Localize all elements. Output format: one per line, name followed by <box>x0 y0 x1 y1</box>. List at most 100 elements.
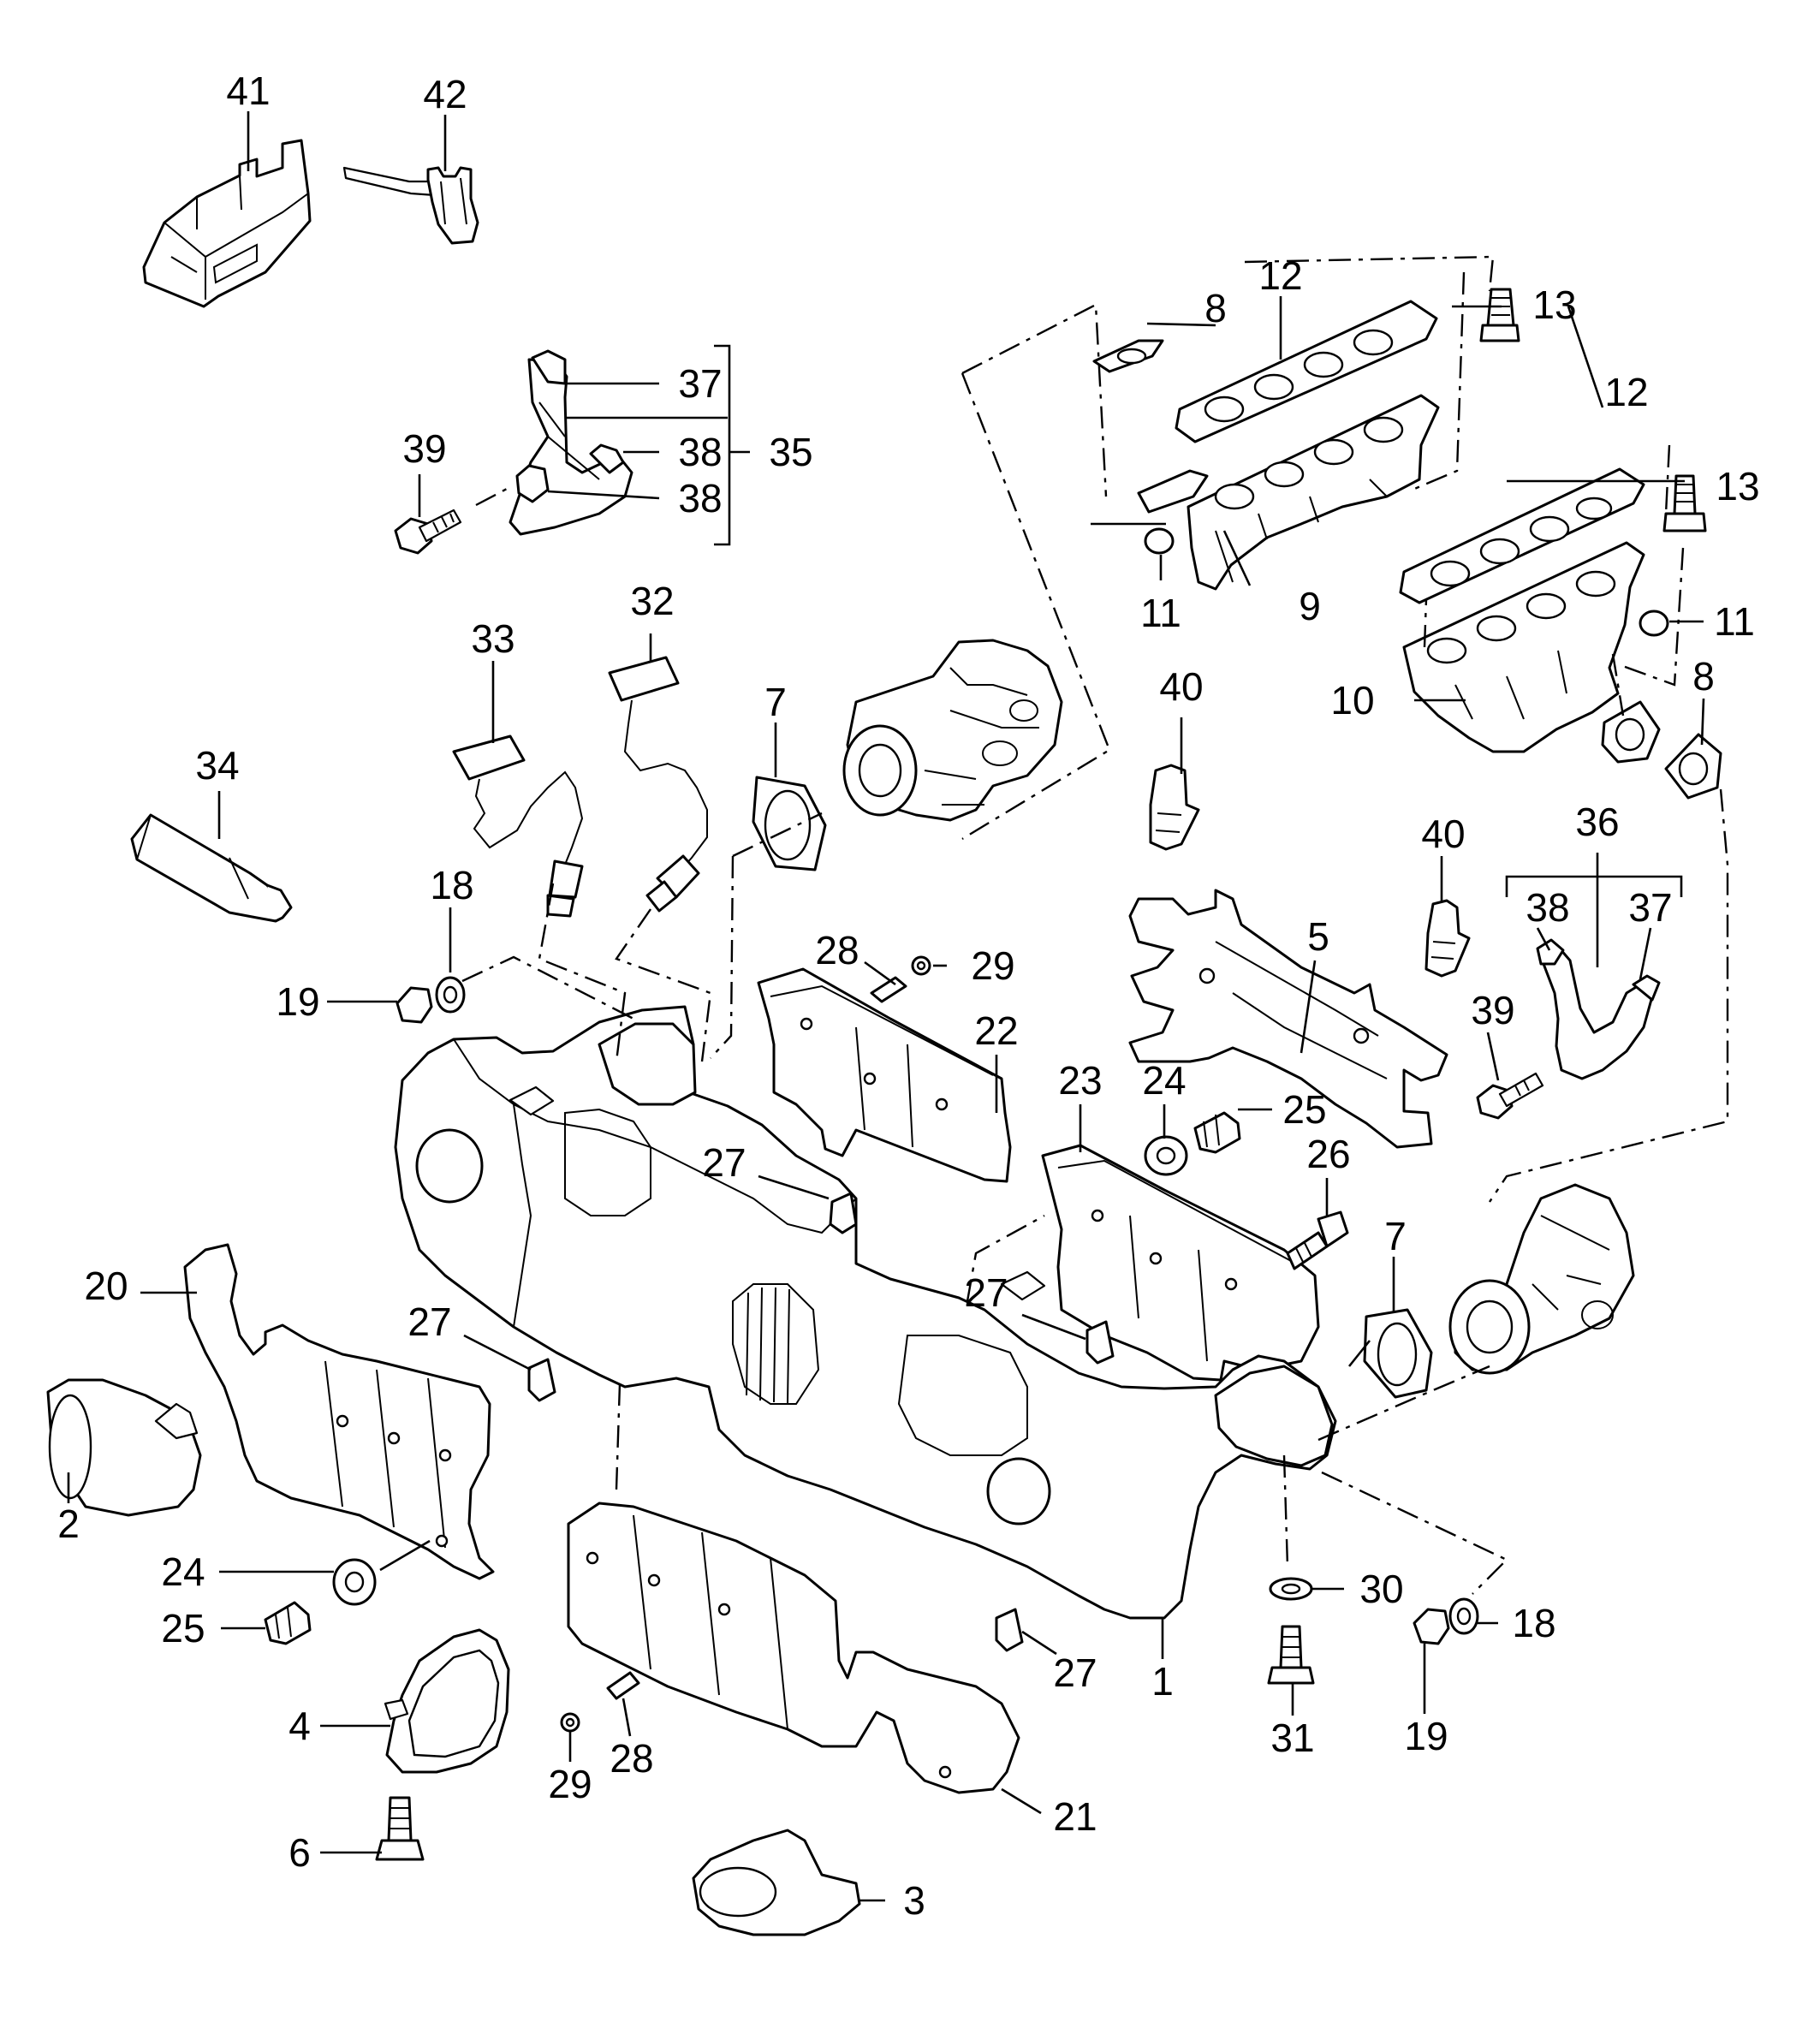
part-11-nut-b <box>1639 610 1669 637</box>
part-27-clip-c <box>1085 1320 1115 1365</box>
callout-37: 37 <box>1628 885 1672 930</box>
callout-19: 19 <box>1404 1714 1448 1758</box>
part-27-clip-a <box>829 1192 858 1234</box>
part-6-bolt <box>375 1796 425 1861</box>
callout-11: 11 <box>1140 591 1181 635</box>
part-4-clamp <box>384 1628 510 1774</box>
part-41-bracket-tray <box>142 139 312 308</box>
part-18-washer-a <box>435 976 466 1014</box>
part-22-heat-shield <box>757 967 1012 1183</box>
leader-lines <box>67 111 1705 1902</box>
part-40-clip-b <box>1424 899 1471 978</box>
part-2-tail-pipe <box>46 1378 202 1517</box>
part-turbocharger-left <box>842 639 1063 822</box>
part-39-bolt-a <box>394 508 462 555</box>
callout-27: 27 <box>1053 1650 1097 1695</box>
part-8-gasket-b <box>1601 700 1722 800</box>
part-30-washer <box>1269 1577 1313 1601</box>
part-8-gasket-a <box>1092 339 1164 373</box>
part-40-clip-a <box>1149 764 1200 851</box>
callout-37: 37 <box>678 361 722 406</box>
part-12-gasket-a <box>1175 300 1438 443</box>
callout-3: 3 <box>903 1878 925 1923</box>
part-7-gasket-b <box>1363 1308 1433 1399</box>
callout-21: 21 <box>1053 1794 1097 1839</box>
part-24-grommet-b <box>332 1558 377 1606</box>
assembly-lines <box>461 255 1729 1595</box>
callout-12: 12 <box>1604 370 1648 414</box>
callout-26: 26 <box>1306 1132 1350 1176</box>
part-29-nut-b <box>560 1712 580 1733</box>
part-turbocharger-right <box>1448 1183 1635 1375</box>
callout-36: 36 <box>1575 800 1619 844</box>
part-35-bracket-assembly <box>509 349 633 536</box>
part-1-exhaust-muffler-assembly <box>394 1005 1337 1620</box>
callout-34: 34 <box>195 743 239 788</box>
callout-40: 40 <box>1159 664 1203 709</box>
part-32-oxygen-sensor <box>608 656 708 913</box>
callout-2: 2 <box>57 1502 80 1546</box>
callout-1: 1 <box>1151 1659 1174 1704</box>
callout-30: 30 <box>1359 1567 1403 1611</box>
part-13-bolt-b <box>1662 474 1707 532</box>
part-13-bolt-a <box>1479 288 1520 342</box>
part-28-pin-a <box>870 976 907 1003</box>
callout-41: 41 <box>226 68 270 113</box>
part-26-stud <box>1286 1210 1349 1270</box>
callout-7: 7 <box>764 680 787 724</box>
part-31-bolt <box>1267 1625 1315 1685</box>
callout-23: 23 <box>1058 1058 1102 1103</box>
part-3-tail-pipe <box>692 1829 861 1936</box>
callout-10: 10 <box>1330 678 1374 723</box>
callout-28: 28 <box>610 1736 653 1781</box>
callout-11: 11 <box>1714 599 1755 644</box>
callout-38: 38 <box>678 476 722 520</box>
callout-28: 28 <box>815 928 859 972</box>
part-27-clip-b <box>527 1358 556 1402</box>
part-5-heat-shield-bracket <box>1128 889 1448 1149</box>
part-23-heat-shield <box>1041 1144 1320 1382</box>
callout-8: 8 <box>1204 286 1227 330</box>
callout-29: 29 <box>971 943 1014 988</box>
callout-5: 5 <box>1307 914 1329 959</box>
callout-24: 24 <box>161 1549 205 1594</box>
callout-25: 25 <box>161 1606 205 1650</box>
part-27-clip-d <box>995 1608 1024 1652</box>
part-34-sealant-tube <box>130 813 293 923</box>
part-9-exhaust-manifold <box>1137 394 1440 591</box>
part-29-nut-a <box>911 955 931 976</box>
callout-29: 29 <box>548 1762 592 1806</box>
callout-24: 24 <box>1142 1058 1186 1103</box>
part-25-bolt-b <box>264 1601 312 1645</box>
callout-35: 35 <box>769 430 812 474</box>
callout-39: 39 <box>402 426 446 471</box>
callout-6: 6 <box>288 1830 311 1875</box>
callout-27: 27 <box>407 1300 451 1344</box>
callout-38: 38 <box>678 430 722 474</box>
part-12-gasket-b <box>1399 467 1645 604</box>
callout-39: 39 <box>1471 988 1514 1032</box>
callout-40: 40 <box>1421 812 1465 856</box>
callout-9: 9 <box>1299 584 1321 628</box>
callout-7: 7 <box>1384 1214 1407 1258</box>
callout-20: 20 <box>84 1264 128 1308</box>
part-7-gasket-a <box>752 776 827 871</box>
part-36-bracket-assembly <box>1536 938 1661 1080</box>
callout-27: 27 <box>964 1270 1008 1315</box>
part-19-nut-a <box>396 986 433 1024</box>
callout-25: 25 <box>1282 1087 1326 1132</box>
callout-22: 22 <box>974 1008 1018 1053</box>
callout-labels: 41 42 37 38 38 35 39 33 32 34 18 19 7 8 … <box>57 68 1759 1923</box>
callout-38: 38 <box>1526 885 1569 930</box>
callout-12: 12 <box>1258 253 1302 298</box>
part-25-bolt-a <box>1193 1111 1241 1154</box>
callout-42: 42 <box>423 72 467 116</box>
part-24-grommet-a <box>1144 1135 1188 1176</box>
part-21-heat-shield <box>567 1502 1020 1794</box>
part-33-oxygen-sensor <box>452 734 584 918</box>
part-20-heat-shield <box>183 1243 495 1580</box>
part-19-nut-b <box>1413 1608 1450 1645</box>
callout-13: 13 <box>1532 282 1576 327</box>
part-28-pin-b <box>606 1671 640 1700</box>
